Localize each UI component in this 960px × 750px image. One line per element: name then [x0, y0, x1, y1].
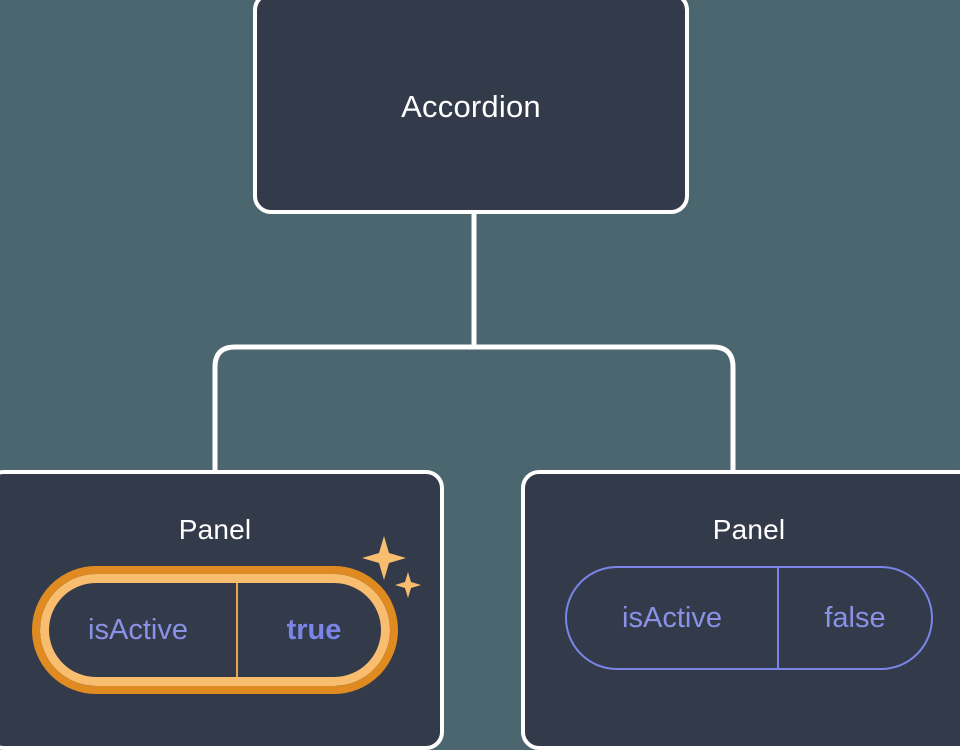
prop-pill-inactive[interactable]: isActive false	[565, 566, 933, 670]
node-panel-active[interactable]: Panel isActive true	[0, 470, 444, 750]
node-panel-inactive[interactable]: Panel isActive false	[521, 470, 960, 750]
prop-pill-inactive-wrap: isActive false	[565, 566, 933, 670]
prop-key-inactive: isActive	[567, 568, 779, 668]
node-panel-active-title: Panel	[178, 514, 252, 545]
node-accordion-title: Accordion	[401, 89, 541, 124]
prop-value-inactive: false	[824, 601, 886, 634]
node-accordion[interactable]: Accordion	[253, 0, 689, 214]
prop-key-active: isActive	[40, 583, 238, 677]
connector-branch-bar	[212, 344, 736, 472]
prop-value-active: true	[286, 613, 342, 646]
prop-pill-active-wrap: isActive true	[32, 536, 421, 694]
prop-pill-active[interactable]: isActive true	[32, 566, 398, 694]
node-panel-inactive-title: Panel	[712, 514, 786, 545]
